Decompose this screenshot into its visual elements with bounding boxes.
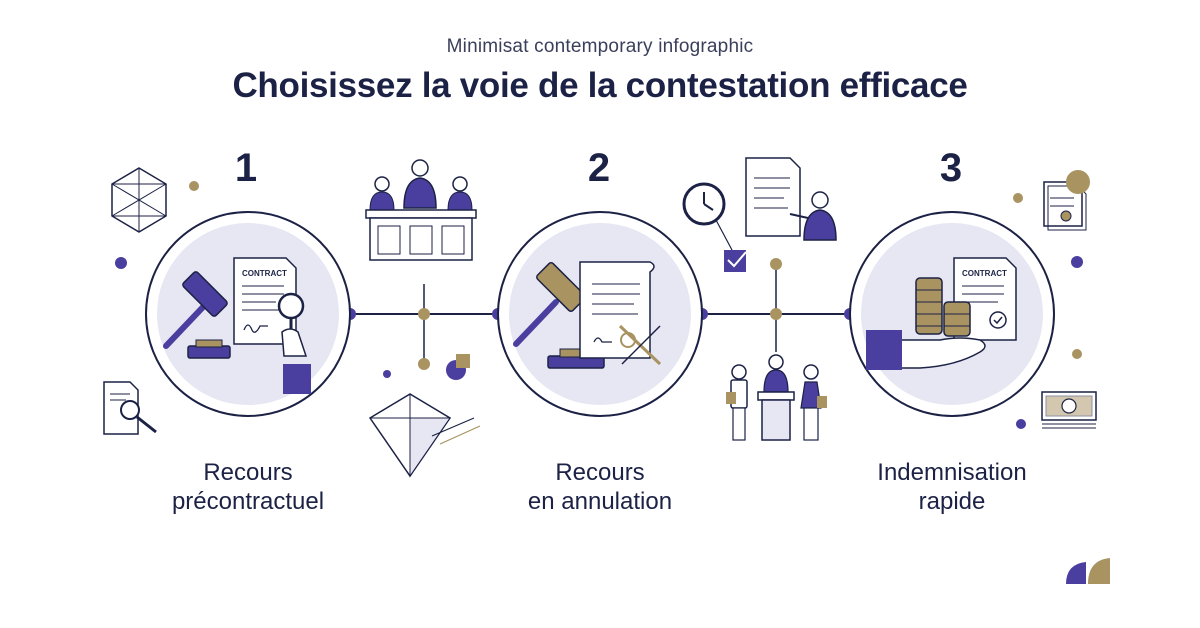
gavel-icon xyxy=(163,271,231,359)
open-hand-icon xyxy=(866,330,986,370)
court-bench-icon xyxy=(365,159,477,261)
infographic-title: Choisissez la voie de la contestation ef… xyxy=(232,66,968,105)
step-2-label-line2: en annulation xyxy=(527,488,673,515)
accent-dot-gold-large xyxy=(1066,170,1090,194)
document-search-icon xyxy=(103,381,157,435)
clock-icon xyxy=(682,182,733,251)
step-1-doc-label: CONTRACT xyxy=(242,269,287,278)
infographic-subtitle: Minimisat contemporary infographic xyxy=(446,36,754,57)
decorative-dots xyxy=(115,181,1083,429)
step-3-label-line1: Indemnisation xyxy=(877,459,1027,486)
presenter-document-icon xyxy=(745,157,837,241)
banknote-icon xyxy=(1041,391,1097,429)
scroll-document-icon xyxy=(579,261,655,359)
triangle-ornament-icon xyxy=(368,393,481,478)
step-2-label: Recours en annulation xyxy=(470,458,730,516)
step-3-label-line2: rapide xyxy=(918,488,986,515)
step-2-number: 2 xyxy=(587,146,611,190)
cross-mark-icon xyxy=(618,324,662,366)
magnifier-hand-icon xyxy=(277,292,311,394)
courtroom-figures-icon xyxy=(726,354,827,441)
step-1-label: Recours précontractuel xyxy=(118,458,378,516)
step-3-label: Indemnisation rapide xyxy=(822,458,1082,516)
hexagon-ornament-icon xyxy=(111,167,167,233)
step-2-label-line1: Recours xyxy=(555,459,645,486)
step-3-doc-label: CONTRACT xyxy=(962,269,1007,278)
step-1-label-line1: Recours xyxy=(203,459,293,486)
coins-icon xyxy=(915,277,971,337)
step-1-label-line2: précontractuel xyxy=(171,488,325,515)
accent-square xyxy=(456,354,470,368)
step-1-number: 1 xyxy=(234,146,258,190)
checkbox-icon xyxy=(724,250,747,272)
leaf-ornament-icon xyxy=(1066,558,1110,584)
step-3-number: 3 xyxy=(939,146,963,190)
